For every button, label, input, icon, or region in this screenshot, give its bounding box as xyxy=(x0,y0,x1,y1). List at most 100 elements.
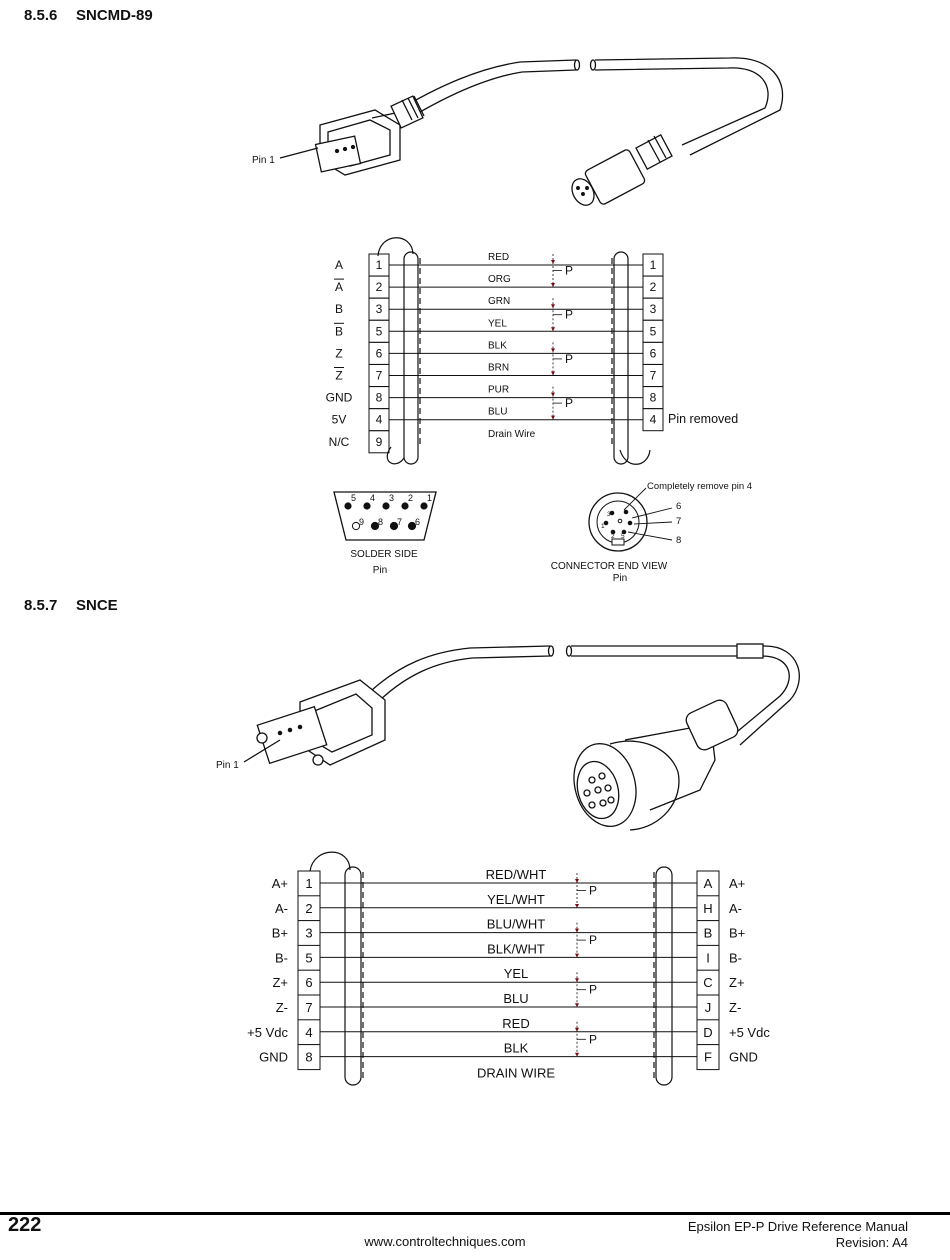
wire-color-label: BLK xyxy=(488,340,507,351)
db9-pin xyxy=(382,502,390,510)
pair-label: P xyxy=(589,983,597,997)
pin-number: 5 xyxy=(305,950,312,965)
signal-label: +5 Vdc xyxy=(247,1025,288,1040)
cable-shield xyxy=(309,851,673,1086)
db9-pin xyxy=(370,521,380,531)
arrow-icon xyxy=(575,879,579,883)
pin-number: B xyxy=(704,926,713,941)
pin-number: 6 xyxy=(305,975,312,990)
pin-number: 5 xyxy=(376,324,383,338)
pin-number: 7 xyxy=(376,369,383,383)
signal-label: Z xyxy=(335,346,342,360)
wire-color-label: BLU/WHT xyxy=(487,917,546,932)
arrow-icon xyxy=(551,415,555,420)
arrow-icon xyxy=(551,392,555,397)
snce-pin1-label: Pin 1 xyxy=(216,760,239,771)
pin-number: I xyxy=(706,950,710,965)
pair-label: P xyxy=(565,396,573,410)
pin-number: 3 xyxy=(305,926,312,941)
pin-number: 6 xyxy=(376,346,383,360)
sncmd-cable-illustration xyxy=(279,57,784,206)
wire-color-label: BLU xyxy=(503,991,528,1006)
db9-pin xyxy=(363,502,371,510)
pin-number: D xyxy=(703,1025,712,1040)
pin-number: 1 xyxy=(650,258,657,272)
db9-pin-number: 3 xyxy=(389,493,394,503)
pin-number: 2 xyxy=(650,280,657,294)
solder-side-pin-label: Pin xyxy=(373,565,387,576)
signal-label: B- xyxy=(729,950,742,965)
pin-number: 3 xyxy=(650,302,657,316)
pin-number: 5 xyxy=(650,324,657,338)
pin-number: 8 xyxy=(650,391,657,405)
signal-label: Z- xyxy=(729,1000,741,1015)
mini-din-pin-number: 1 xyxy=(601,523,605,530)
wire-lines: RED/WHTYEL/WHTBLU/WHTBLK/WHTYELBLUREDBLK… xyxy=(320,867,697,1080)
db9-pin xyxy=(389,521,399,531)
db9-pin xyxy=(351,521,361,531)
signal-label: Z- xyxy=(276,1000,288,1015)
solder-side-label: SOLDER SIDE xyxy=(350,549,418,560)
section-number: 8.5.6 xyxy=(24,7,58,24)
signal-label: B xyxy=(335,302,343,316)
pin-number: A xyxy=(704,876,713,891)
wire-color-label: Drain Wire xyxy=(488,429,536,440)
db9-pin xyxy=(401,502,409,510)
wire-color-label: GRN xyxy=(488,296,510,307)
signal-label: A xyxy=(335,258,343,272)
pin-number: 1 xyxy=(305,876,312,891)
arrow-icon xyxy=(575,1003,579,1008)
pin-number: 9 xyxy=(376,435,383,449)
pair-label: P xyxy=(565,352,573,366)
pin-number: F xyxy=(704,1050,712,1065)
pin-number: 4 xyxy=(650,413,657,427)
db9-pin-number: 5 xyxy=(351,493,356,503)
pin-number: C xyxy=(703,975,712,990)
arrow-icon xyxy=(575,978,579,983)
signal-label: Z xyxy=(335,369,342,383)
cable-shield xyxy=(377,237,651,465)
pair-label: P xyxy=(589,884,597,898)
page-number: 222 xyxy=(8,1214,42,1236)
callout-number: 6 xyxy=(676,501,681,512)
mini-din-end-view xyxy=(588,487,673,552)
website-link[interactable]: www.controltechniques.com xyxy=(364,1234,526,1249)
remove-pin-note: Completely remove pin 4 xyxy=(647,481,752,492)
arrow-icon xyxy=(551,327,555,332)
arrow-icon xyxy=(575,953,579,958)
pair-label: P xyxy=(565,264,573,278)
pair-label: P xyxy=(565,308,573,322)
pin-number: 4 xyxy=(305,1025,312,1040)
db9-pin-number: 4 xyxy=(370,493,375,503)
signal-label: A xyxy=(335,280,343,294)
section-title: SNCE xyxy=(76,597,118,614)
db9-pin-number: 2 xyxy=(408,493,413,503)
db9-pin xyxy=(407,521,417,531)
pin1-label: Pin 1 xyxy=(252,155,275,166)
signal-label: N/C xyxy=(329,435,350,449)
pin-number: 4 xyxy=(376,413,383,427)
signal-label: 5V xyxy=(332,413,347,427)
db9-pin-number: 1 xyxy=(427,493,432,503)
pair-label: P xyxy=(589,933,597,947)
signal-label: B xyxy=(335,324,343,338)
wire-color-label: RED/WHT xyxy=(486,867,547,882)
wire-color-label: RED xyxy=(488,252,509,263)
pin-number: 8 xyxy=(305,1050,312,1065)
signal-label: GND xyxy=(326,391,353,405)
arrow-icon xyxy=(551,260,555,264)
wire-color-label: BLK xyxy=(504,1041,529,1056)
signal-label: A- xyxy=(275,901,288,916)
wire-color-label: PUR xyxy=(488,385,509,396)
arrow-icon xyxy=(551,348,555,353)
pin-number: 2 xyxy=(305,901,312,916)
pin-number: 3 xyxy=(376,302,383,316)
connector-end-view-label: CONNECTOR END VIEW xyxy=(551,561,668,572)
wire-color-label: BLK/WHT xyxy=(487,941,545,956)
